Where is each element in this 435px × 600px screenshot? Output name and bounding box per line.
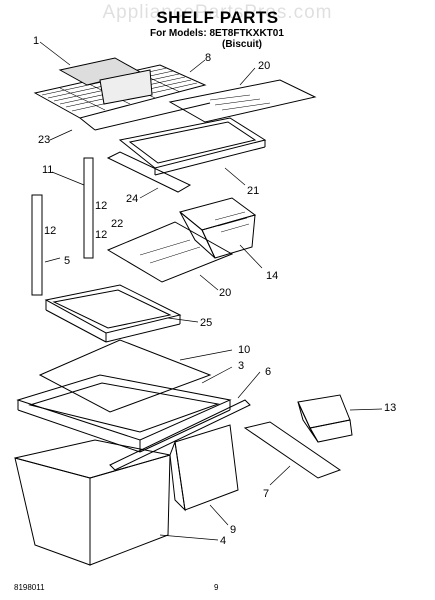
callout-12b: 12 <box>44 225 57 237</box>
callout-20: 20 <box>258 60 271 72</box>
callout-22: 22 <box>111 218 124 230</box>
door-bin-13 <box>297 394 353 443</box>
wire-shelf <box>33 57 211 131</box>
models-line: For Models: 8ET8FTKXKT01 <box>150 28 284 39</box>
footer-code: 8198011 <box>14 583 45 592</box>
page-title: SHELF PARTS <box>156 8 279 27</box>
watermark-text: AppliancePartsPros.com <box>102 2 333 23</box>
callout-23: 23 <box>38 134 51 146</box>
callout-8: 8 <box>205 52 212 64</box>
callout-10: 10 <box>238 344 251 356</box>
callout-14: 14 <box>266 270 279 282</box>
model-info: For Models: 8ET8FTKXKT01 (Biscuit) <box>150 28 284 50</box>
color-line: (Biscuit) <box>222 39 262 50</box>
callout-20b: 20 <box>219 287 232 299</box>
callout-11: 11 <box>42 164 54 176</box>
crisper-cover-frame-3 <box>16 374 232 453</box>
callout-3: 3 <box>238 360 245 372</box>
rail-6 <box>109 399 251 471</box>
callout-1: 1 <box>33 35 40 47</box>
callout-6: 6 <box>265 366 272 378</box>
callout-13: 13 <box>384 402 397 414</box>
glass-shelf-10 <box>38 339 212 413</box>
callout-25: 25 <box>200 317 213 329</box>
crisper-pans <box>14 424 239 566</box>
page-number: 9 <box>214 583 219 592</box>
callout-24: 24 <box>126 193 139 205</box>
callout-7: 7 <box>263 488 270 500</box>
callout-5: 5 <box>64 255 71 267</box>
glass-panel-lower <box>106 221 234 283</box>
shelf-frame-25 <box>44 284 182 343</box>
callout-4: 4 <box>220 535 227 547</box>
callout-12c: 12 <box>95 229 108 241</box>
bracket-24 <box>106 151 192 193</box>
callout-9: 9 <box>230 524 237 536</box>
support-bracket-7 <box>243 421 342 479</box>
callout-12a: 12 <box>95 200 108 212</box>
callout-21: 21 <box>247 185 260 197</box>
glass-panel-top <box>168 79 317 123</box>
side-rail-5 <box>31 194 43 296</box>
side-rail-11 <box>83 157 94 259</box>
